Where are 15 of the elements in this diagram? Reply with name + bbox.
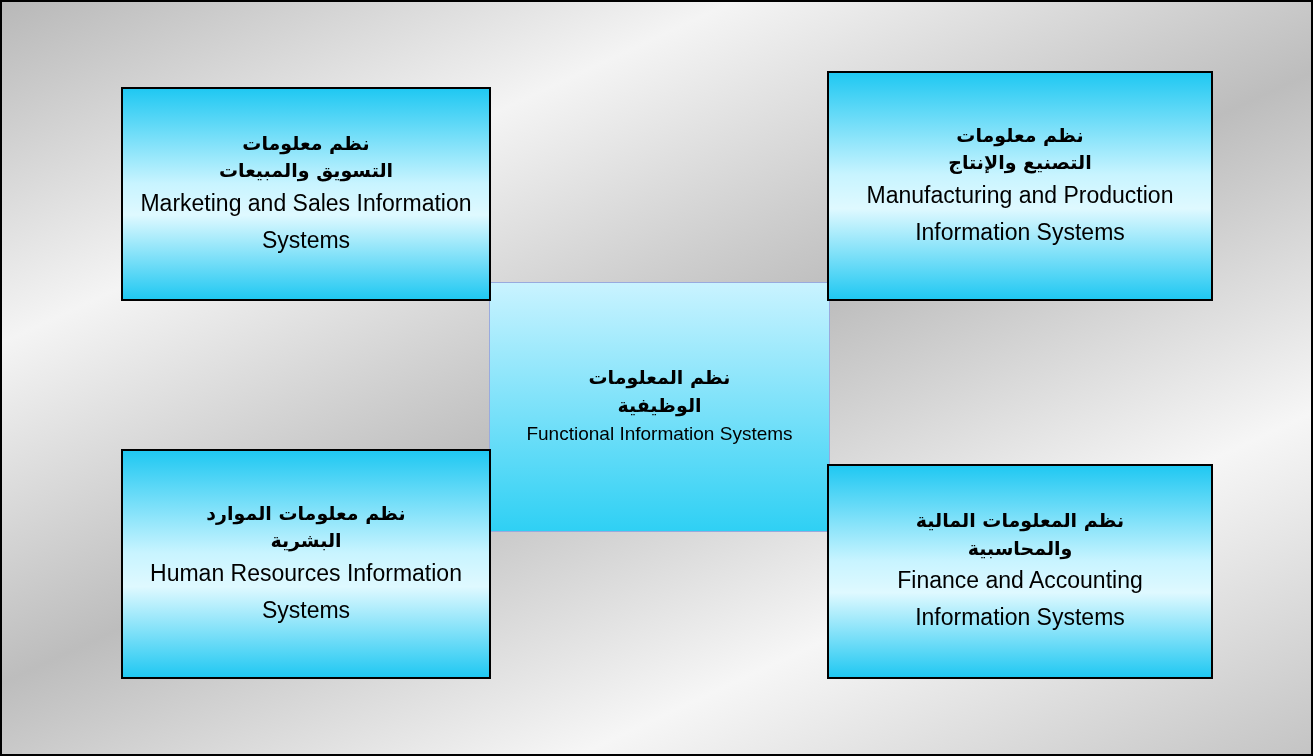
system-box [121,87,491,301]
english-title: Human Resources Information Systems [149,558,463,625]
arabic-title: نظم معلومات التصنيع والإنتاج [947,122,1093,176]
english-title: Manufacturing and Production Information Systems [865,180,1175,247]
arabic-title: نظم معلومات التسويق والمبيعات [217,130,395,184]
system-box [827,464,1213,679]
arabic-title: نظم المعلومات الوظيفية [587,365,732,419]
system-box [121,449,491,679]
english-title: Functional Information Systems [526,422,793,447]
english-title: Finance and Accounting Information Systems [896,566,1144,633]
arabic-title: نظم المعلومات المالية والمحاسبية [914,508,1126,562]
system-box [489,282,830,532]
system-box [827,71,1213,301]
arabic-title: نظم معلومات الموارد البشرية [206,500,406,554]
english-title: Marketing and Sales Information Systems [139,188,473,255]
